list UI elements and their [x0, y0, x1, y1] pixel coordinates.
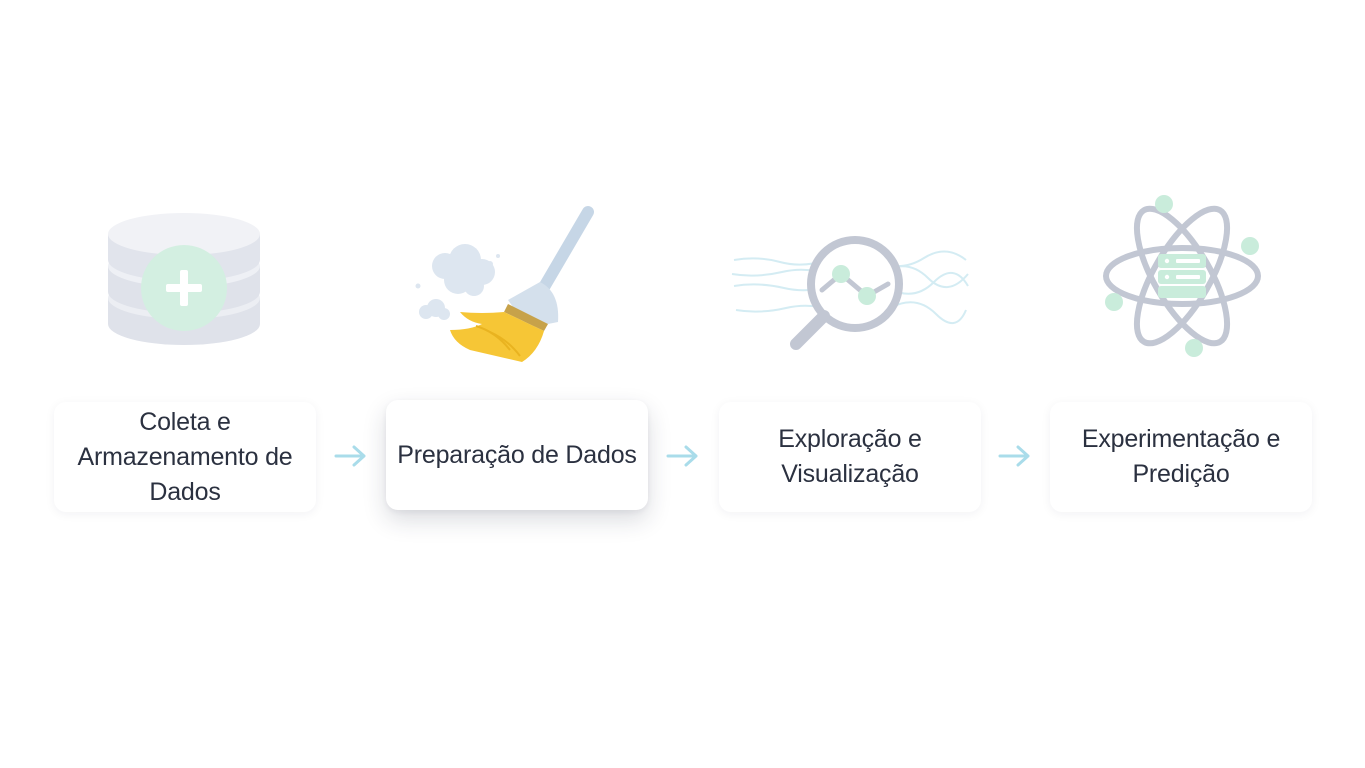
step-card-preparation: Preparação de Dados — [386, 400, 648, 510]
arrow-right-icon — [334, 445, 366, 467]
step-label-experimentation: Experimentação e Predição — [1081, 425, 1281, 488]
atom-server-icon — [1098, 192, 1268, 362]
step-label-exploration: Exploração e Visualização — [778, 425, 922, 488]
broom-icon — [410, 200, 610, 370]
step-card-collection: Coleta e Armazenamento de Dados — [54, 402, 316, 512]
step-card-exploration: Exploração e Visualização — [719, 402, 981, 512]
step-card-experimentation: Experimentação e Predição — [1050, 402, 1312, 512]
step-label-collection: Coleta e Armazenamento de Dados — [77, 407, 293, 506]
step-label-preparation: Preparação de Dados — [397, 440, 637, 469]
arrow-right-icon — [666, 445, 698, 467]
database-add-icon — [100, 208, 270, 360]
arrow-right-icon — [998, 445, 1030, 467]
magnifier-chart-icon — [728, 226, 973, 356]
